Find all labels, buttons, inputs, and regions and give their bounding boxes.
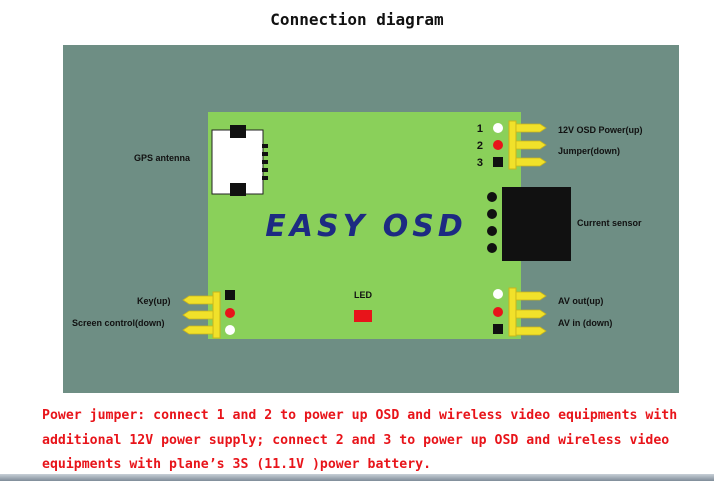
pin-1-white [493, 123, 503, 133]
note-line-1: Power jumper: connect 1 and 2 to power u… [42, 408, 678, 423]
av-header [493, 287, 547, 337]
current-sensor [487, 187, 571, 261]
diagram-title: Connection diagram [270, 10, 444, 29]
screen-control-label: Screen control(down) [72, 318, 165, 328]
led-indicator [354, 310, 372, 322]
pin-2-red [493, 140, 503, 150]
gps-antenna-label: GPS antenna [134, 153, 191, 163]
power-up-label: 12V OSD Power(up) [558, 125, 643, 135]
power-header [493, 120, 547, 170]
pin-number-2: 2 [477, 140, 483, 152]
pin-number-1: 1 [477, 123, 483, 135]
pin-3-black [493, 157, 503, 167]
bottom-bar [0, 474, 714, 481]
jumper-down-label: Jumper(down) [558, 146, 620, 156]
board-name: EASY OSD [265, 209, 467, 244]
gps-connector [211, 125, 268, 196]
led-label: LED [354, 290, 372, 300]
av-in-label: AV in (down) [558, 318, 613, 328]
pin-number-3: 3 [477, 157, 483, 169]
av-out-label: AV out(up) [558, 296, 604, 306]
current-sensor-label: Current sensor [577, 218, 642, 228]
key-up-label: Key(up) [137, 296, 171, 306]
note-line-2: additional 12V power supply; connect 2 a… [42, 432, 670, 448]
note-line-3: equipments with plane’s 3S (11.1V )power… [42, 457, 432, 472]
power-jumper-note: Power jumper: connect 1 and 2 to power u… [42, 404, 702, 478]
key-header [182, 290, 235, 339]
